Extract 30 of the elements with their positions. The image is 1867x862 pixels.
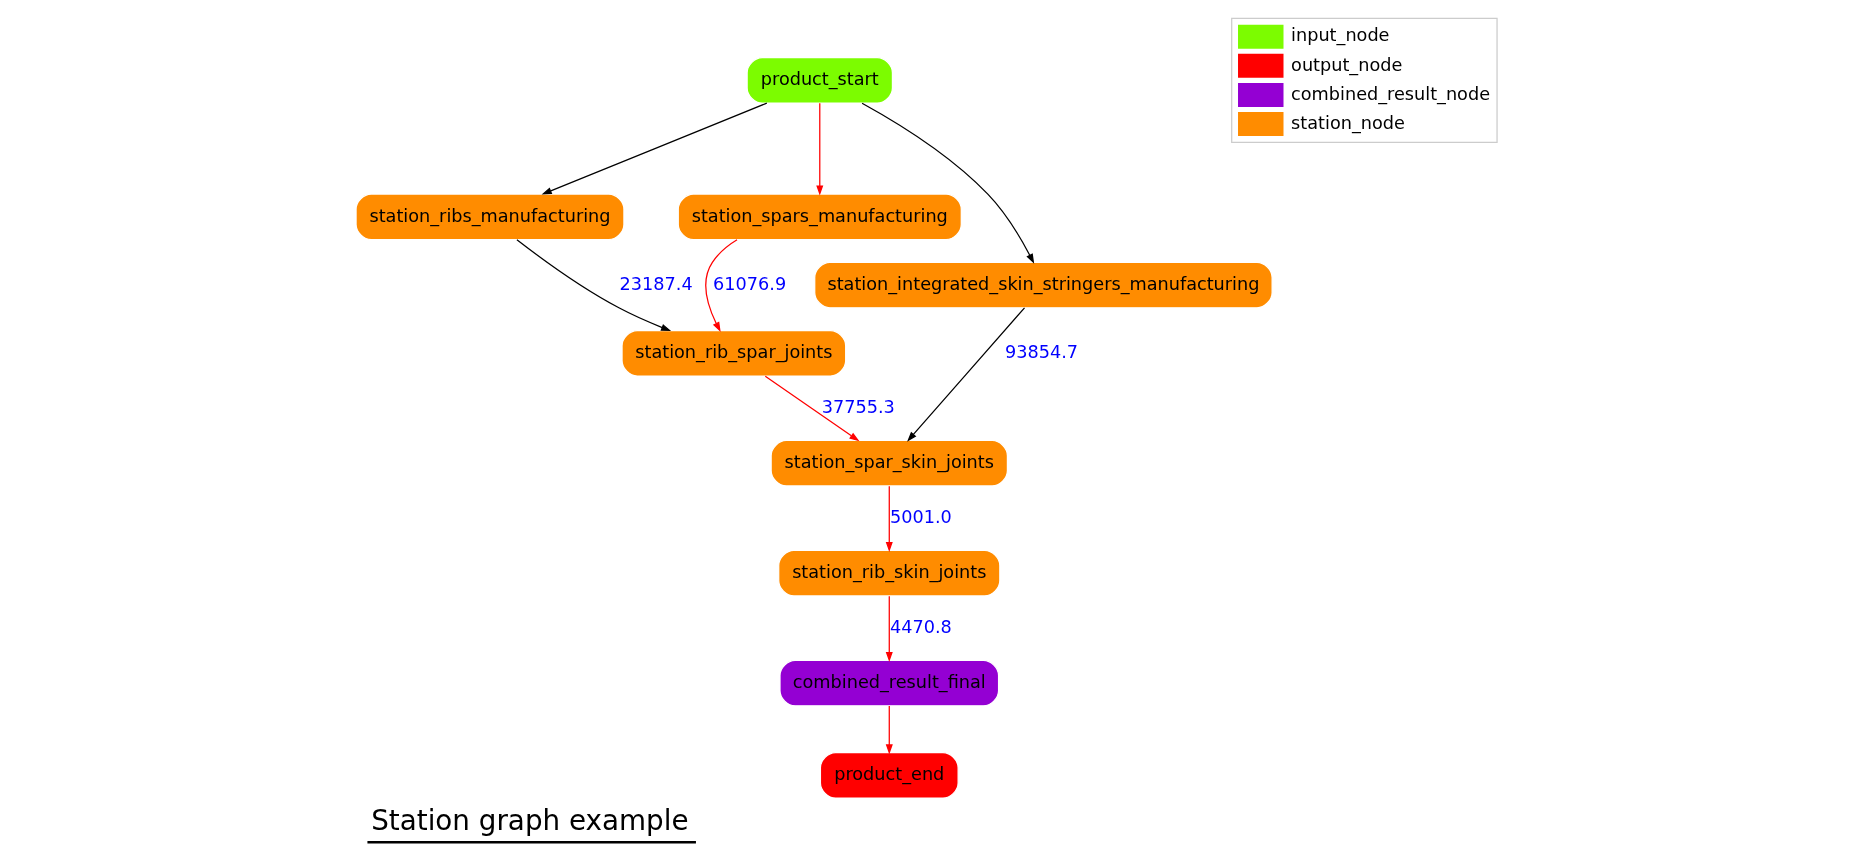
edge-label: 61076.9 <box>713 273 787 294</box>
node-box: station_rib_skin_joints <box>778 549 1001 597</box>
diagram-title: Station graph example <box>371 804 689 838</box>
legend-label: output_node <box>1291 54 1403 75</box>
node-box: combined_result_final <box>779 659 1000 707</box>
arrow <box>885 485 893 553</box>
arrow <box>516 239 672 332</box>
legend-label: combined_result_node <box>1291 83 1491 104</box>
arrow <box>764 375 860 442</box>
arrow <box>885 595 893 662</box>
node-box: station_spars_manufacturing <box>677 193 962 241</box>
arrow <box>885 705 893 755</box>
arrow <box>541 102 768 195</box>
legend-label: input_node <box>1291 25 1390 46</box>
edge-label: 23187.4 <box>619 273 693 294</box>
arrow <box>907 307 1026 442</box>
edge-label: 5001.0 <box>889 506 952 527</box>
node-box: station_spar_skin_joints <box>770 439 1009 487</box>
edge-label: 4470.8 <box>889 616 952 637</box>
arrow <box>705 239 738 333</box>
arrow <box>816 102 824 196</box>
arrow <box>861 102 1035 264</box>
node-box: station_integrated_skin_stringers_manufacturing <box>814 261 1273 309</box>
node-box: station_rib_spar_joints <box>621 329 847 377</box>
node-box: product_end <box>819 751 959 799</box>
edge-label: 37755.3 <box>821 396 895 417</box>
edge-label: 93854.7 <box>1005 341 1079 362</box>
node-box: station_ribs_manufacturing <box>355 193 625 241</box>
node-box: product_start <box>746 57 894 104</box>
legend-label: station_node <box>1291 112 1405 133</box>
